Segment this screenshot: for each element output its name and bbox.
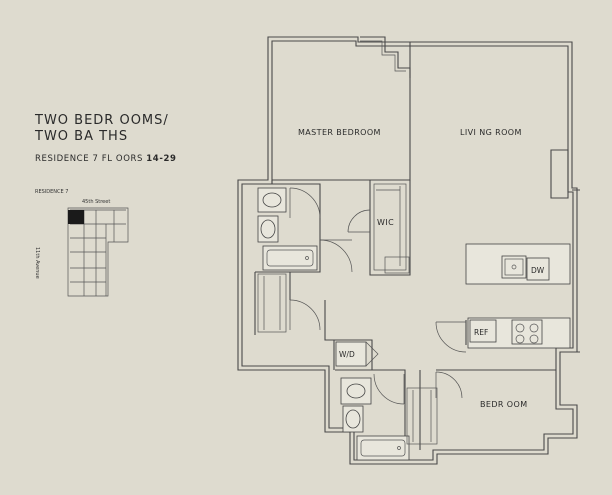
washer-dryer-label: W/D [339, 350, 355, 359]
kitchen [465, 243, 571, 349]
floor-range: 14-29 [146, 154, 177, 164]
master-bathtub [262, 245, 318, 271]
range [511, 319, 543, 345]
refrigerator [469, 319, 497, 343]
second-toilet [346, 383, 366, 399]
plan-title-line-1: TWO BEDR OOMS/ [35, 113, 169, 128]
room-label-wic: WIC [377, 218, 394, 227]
dishwasher-label: DW [531, 266, 545, 275]
master-toilet [262, 192, 282, 208]
residence-floors-label: RESIDENCE 7 FL OORS 14-29 [35, 154, 176, 164]
refrigerator-label: REF [474, 328, 488, 337]
interior-walls [254, 42, 556, 460]
key-plan-street-label: 45th Street [82, 199, 111, 205]
master-sink [260, 219, 276, 239]
second-bathtub [356, 435, 410, 461]
residence-floors-prefix: RESIDENCE 7 FL OORS [35, 154, 143, 164]
washer-dryer [335, 341, 367, 367]
room-label-bedroom: BEDR OOM [480, 400, 528, 409]
master-closet [257, 273, 287, 333]
dishwasher [526, 257, 550, 281]
key-plan [67, 207, 129, 297]
kitchen-sink [501, 255, 527, 279]
second-bath [340, 377, 410, 461]
room-label-master-bedroom: MASTER BEDROOM [298, 128, 381, 137]
bedroom-closet [406, 387, 438, 445]
second-sink [345, 409, 361, 429]
exterior-walls [237, 36, 580, 465]
walk-in-closet [373, 183, 410, 274]
room-label-living-room: LIVI NG ROOM [460, 128, 522, 137]
laundry [335, 341, 379, 367]
master-bath [257, 187, 318, 271]
key-plan-residence-label: RESIDENCE 7 [35, 189, 69, 195]
door-swings [289, 187, 467, 405]
key-plan-highlight-unit [68, 210, 84, 224]
plan-title-line-2: TWO BA THS [35, 129, 129, 144]
